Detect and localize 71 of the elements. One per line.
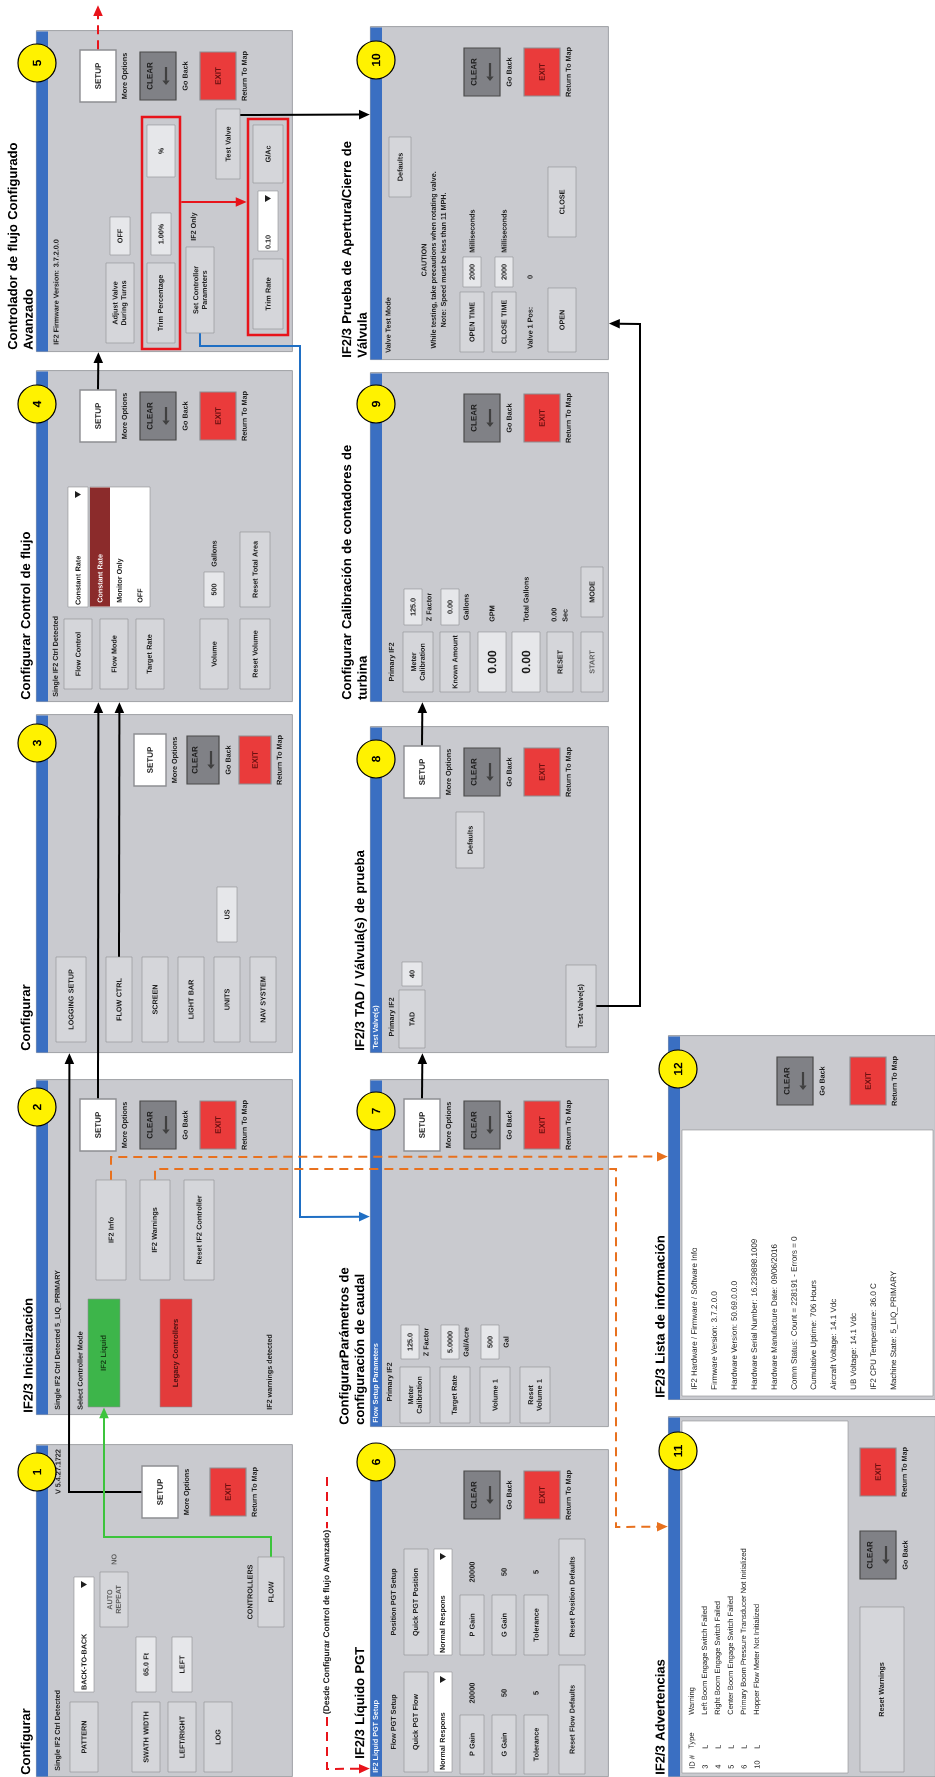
edge-label: (Desde Configurar Control de flujo Avanzado) bbox=[321, 1528, 333, 1716]
clear-button: CLEAR bbox=[463, 747, 501, 797]
exit-button: EXIT bbox=[199, 1100, 237, 1150]
info-text: Aircraft Voltage: 14.1 Vdc bbox=[830, 1299, 838, 1390]
number-badge: 4 bbox=[17, 384, 57, 424]
screen-heading: IF2/3 Inicialización bbox=[23, 1298, 33, 1412]
number-badge: 7 bbox=[356, 1091, 396, 1131]
number-badge: 6 bbox=[356, 1442, 396, 1482]
info-text: IF2 CPU Temperature: 36.0 C bbox=[870, 1283, 878, 1390]
setup-button: SETUP bbox=[79, 1098, 117, 1152]
info-text: Hardware Version: 50.69.0.0.0 bbox=[731, 1281, 737, 1390]
screen-heading: Configurar Calibración de contadores de turbina bbox=[341, 445, 367, 700]
exit-button: EXIT bbox=[209, 1467, 247, 1517]
highlight-frame bbox=[140, 115, 182, 351]
exit-button: EXIT bbox=[859, 1447, 897, 1497]
clear-button: CLEAR bbox=[139, 51, 177, 101]
number-badge: 3 bbox=[17, 723, 57, 763]
screen-heading: IF2/3 Líquido PGT bbox=[354, 1647, 367, 1758]
clear-button: CLEAR bbox=[463, 1100, 501, 1150]
setup-button: SETUP bbox=[141, 1465, 179, 1519]
info-text: Machine State: 5_LIQ_PRIMARY bbox=[890, 1271, 898, 1390]
exit-button: EXIT bbox=[199, 51, 237, 101]
exit-button: EXIT bbox=[849, 1056, 887, 1106]
clear-button: CLEAR bbox=[463, 393, 501, 443]
screen-heading: ConfigurarParámetros de configuración de caudal bbox=[338, 1267, 367, 1425]
exit-button: EXIT bbox=[199, 391, 237, 441]
list-panel bbox=[681, 1420, 849, 1774]
screen-heading: Configurar bbox=[20, 1708, 33, 1775]
number-badge: 11 bbox=[658, 1431, 698, 1471]
screen-heading: Configurar bbox=[20, 984, 33, 1051]
exit-button: EXIT bbox=[523, 1100, 561, 1150]
screen-heading: IF2/3 Advertencias bbox=[655, 1659, 665, 1774]
info-text: Comm Status: Count = 228191 - Errors = 0 bbox=[791, 1236, 797, 1390]
readout-field: 0.00 bbox=[511, 631, 541, 693]
exit-button: EXIT bbox=[523, 47, 561, 97]
number-badge: 12 bbox=[658, 1049, 698, 1089]
screen-heading: IF2/3 Prueba de Apertura/Cierre de Válvula bbox=[341, 141, 367, 358]
clear-button: CLEAR bbox=[859, 1530, 897, 1580]
info-text: IF2 Hardware / Firmware / Software Info bbox=[691, 1247, 697, 1390]
info-text: Cumulative Uptime: 706 Hours bbox=[810, 1280, 818, 1390]
screen-heading: IF2/3 TAD / Válvula(s) de prueba bbox=[354, 850, 367, 1050]
clear-button: CLEAR bbox=[463, 47, 501, 97]
setup-button: SETUP bbox=[403, 1098, 441, 1152]
number-badge: 5 bbox=[17, 43, 57, 83]
clear-button: CLEAR bbox=[139, 1100, 177, 1150]
list-panel bbox=[681, 1129, 934, 1397]
clear-button: CLEAR bbox=[186, 735, 220, 785]
setup-button: SETUP bbox=[79, 49, 117, 103]
readout-field: 0.00 bbox=[477, 631, 507, 693]
clear-button: CLEAR bbox=[463, 1470, 501, 1520]
screen-heading: Controlador de flujo Configurado Avanzado bbox=[7, 143, 33, 350]
number-badge: 8 bbox=[356, 739, 396, 779]
setup-button: SETUP bbox=[79, 389, 117, 443]
info-text: Firmware Version: 3.7.2.0.0 bbox=[711, 1291, 717, 1390]
number-badge: 10 bbox=[356, 40, 396, 80]
number-badge: 9 bbox=[356, 384, 396, 424]
clear-button: CLEAR bbox=[139, 391, 177, 441]
setup-button: SETUP bbox=[403, 745, 441, 799]
exit-button: EXIT bbox=[523, 1470, 561, 1520]
clear-button: CLEAR bbox=[776, 1056, 814, 1106]
exit-button: EXIT bbox=[523, 393, 561, 443]
info-text: Hardware Serial Number: 16.239898.1009 bbox=[751, 1239, 757, 1390]
screen-heading: IF2/3 Lista de información bbox=[655, 1236, 665, 1397]
highlight-frame bbox=[246, 117, 290, 337]
exit-button: EXIT bbox=[238, 735, 272, 785]
exit-button: EXIT bbox=[523, 747, 561, 797]
number-badge: 2 bbox=[17, 1087, 57, 1127]
info-text: Hardware Manufacture Date: 09/06/2016 bbox=[771, 1244, 777, 1390]
info-text: UB Voltage: 14.1 Vdc bbox=[850, 1313, 858, 1390]
setup-button: SETUP bbox=[133, 733, 167, 787]
screen-heading: Configurar Control de flujo bbox=[20, 532, 33, 700]
